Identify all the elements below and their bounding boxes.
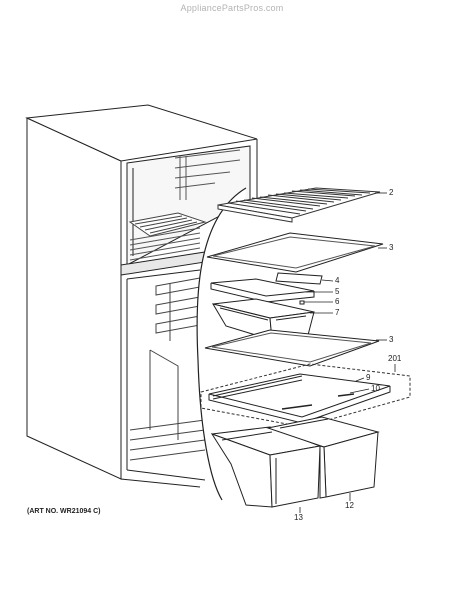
callout-6: 6 xyxy=(335,297,340,306)
part-3-glass-shelf-lower xyxy=(204,329,380,367)
callout-201: 201 xyxy=(388,354,402,363)
part-13-crisper-drawer-left xyxy=(210,426,322,508)
callout-9: 9 xyxy=(366,373,371,382)
callout-2: 2 xyxy=(389,188,394,197)
callout-4: 4 xyxy=(335,276,340,285)
callout-13: 13 xyxy=(294,513,303,522)
part-201-assembly-boundary xyxy=(200,363,411,428)
crisper-cover xyxy=(208,373,391,424)
part-6-clip xyxy=(299,300,305,305)
freezer-floor-ribs xyxy=(129,227,201,261)
freezer-shelf xyxy=(128,212,207,237)
part-3-glass-shelf-upper xyxy=(206,232,384,273)
callout-10: 10 xyxy=(371,384,380,393)
fresh-food-wall-supports xyxy=(155,277,201,341)
callout-12: 12 xyxy=(345,501,354,510)
site-watermark: AppliancePartsPros.com xyxy=(180,3,284,13)
leader-lines xyxy=(299,192,396,513)
part-12-crisper-drawer-right xyxy=(266,416,380,499)
part-2-freezer-wire-shelf xyxy=(217,187,381,223)
callout-7: 7 xyxy=(335,308,340,317)
part-4-shelf-bracket xyxy=(275,272,323,285)
refrigerator-cabinet xyxy=(25,104,258,488)
art-number: (ART NO. WR21094 C) xyxy=(27,508,101,515)
callout-5: 5 xyxy=(335,287,340,296)
callout-3-lower: 3 xyxy=(389,335,394,344)
cabinet-crisper-area xyxy=(129,349,206,461)
freezer-back-ribs xyxy=(174,149,241,200)
callout-3-upper: 3 xyxy=(389,243,394,252)
